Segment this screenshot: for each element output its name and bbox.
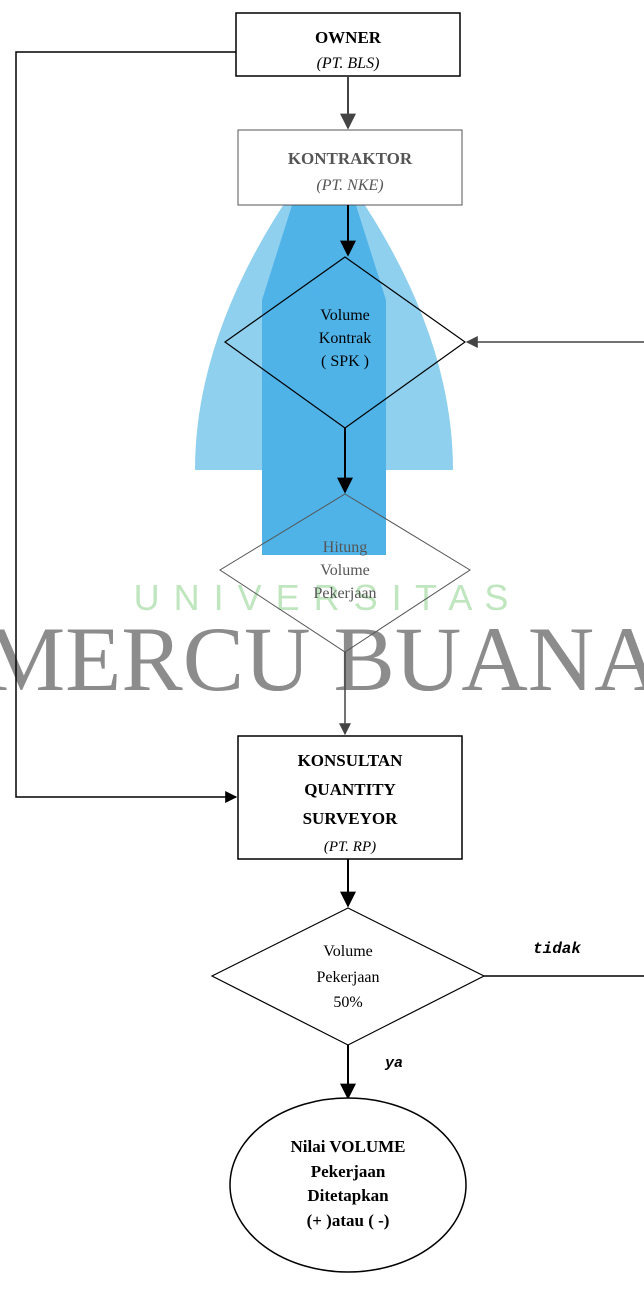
watermark-logo-blue-left xyxy=(195,180,300,470)
watermark-universitas: U N I V E R S I T A S xyxy=(134,577,511,618)
konsultan-line2: QUANTITY xyxy=(304,780,396,799)
nilai-volume-ellipse: Nilai VOLUME Pekerjaan Ditetapkan (+ )at… xyxy=(229,1097,467,1273)
watermark-mercu-buana: MERCU BUANA xyxy=(0,608,644,710)
owner-box: OWNER (PT. BLS) xyxy=(235,12,461,77)
volume-kontrak-diamond: Volume Kontrak ( SPK ) xyxy=(223,256,467,429)
volume-pekerjaan-line2: Pekerjaan xyxy=(316,969,379,986)
kontraktor-title: KONTRAKTOR xyxy=(288,149,413,168)
hitung-volume-line3: Pekerjaan xyxy=(313,585,376,602)
tidak-label: tidak xyxy=(533,940,581,958)
volume-pekerjaan-line1: Volume xyxy=(323,943,372,960)
ya-label: ya xyxy=(384,1055,403,1072)
konsultan-subtitle: (PT. RP) xyxy=(324,839,376,855)
konsultan-line1: KONSULTAN xyxy=(298,751,404,770)
owner-subtitle: (PT. BLS) xyxy=(317,55,380,72)
hitung-volume-line2: Volume xyxy=(320,562,369,579)
volume-kontrak-line3: ( SPK ) xyxy=(321,353,369,370)
volume-pekerjaan-line3: 50% xyxy=(333,994,362,1011)
nilai-volume-line2: Pekerjaan xyxy=(311,1162,386,1181)
connector-owner-to-konsultan xyxy=(15,51,238,803)
nilai-volume-line4: (+ )atau ( -) xyxy=(307,1211,390,1230)
hitung-volume-line1: Hitung xyxy=(323,539,367,556)
kontraktor-subtitle: (PT. NKE) xyxy=(316,177,383,194)
volume-kontrak-line1: Volume xyxy=(320,307,369,324)
volume-kontrak-line2: Kontrak xyxy=(319,330,371,347)
nilai-volume-line3: Ditetapkan xyxy=(307,1186,389,1205)
konsultan-line3: SURVEYOR xyxy=(303,809,399,828)
watermark-logo-blue-right xyxy=(348,180,453,470)
owner-title: OWNER xyxy=(315,28,382,47)
hitung-volume-diamond: Hitung Volume Pekerjaan xyxy=(219,493,471,653)
nilai-volume-line1: Nilai VOLUME xyxy=(290,1137,405,1156)
kontraktor-box: KONTRAKTOR (PT. NKE) xyxy=(237,129,463,206)
konsultan-box: KONSULTAN QUANTITY SURVEYOR (PT. RP) xyxy=(237,735,463,860)
volume-pekerjaan-diamond: Volume Pekerjaan 50% xyxy=(210,907,486,1046)
watermark: U N I V E R S I T A S MERCU BUANA xyxy=(0,140,644,710)
